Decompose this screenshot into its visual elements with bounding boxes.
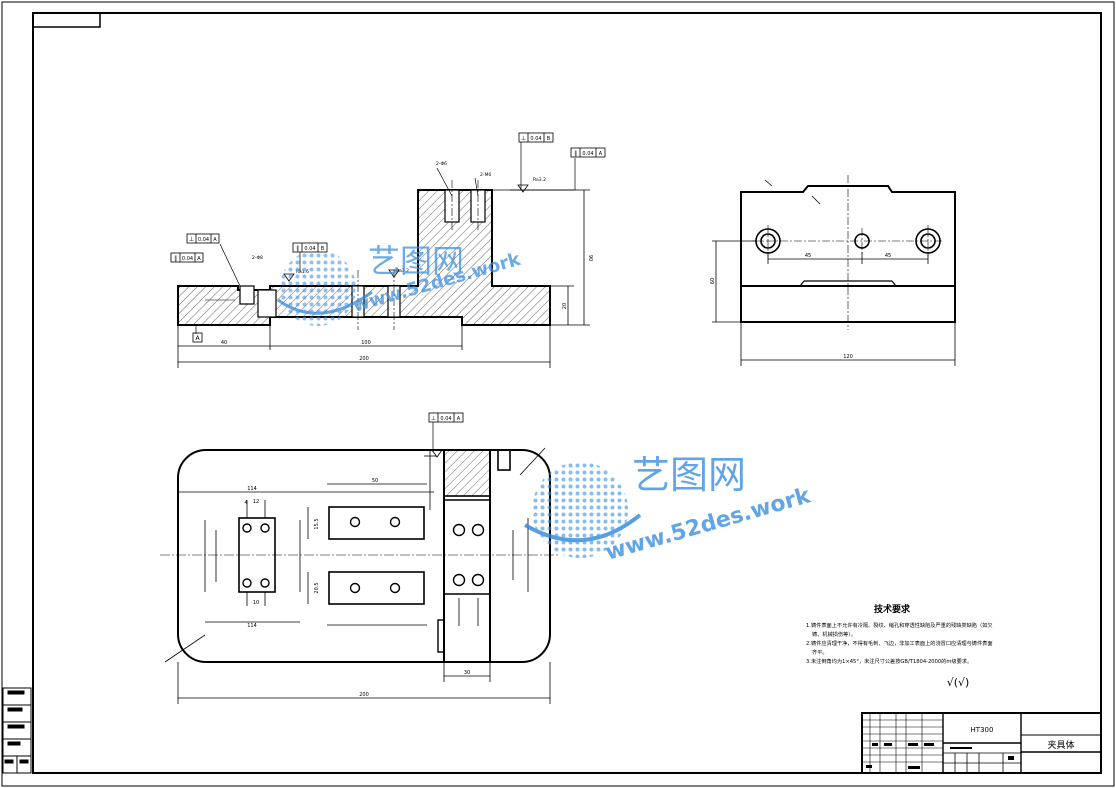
front-step-height: 20 <box>562 303 568 309</box>
top-height-a: 15.5 <box>314 518 320 529</box>
side-hole-spacing-left: 45 <box>805 253 811 259</box>
svg-text:⊥: ⊥ <box>189 236 194 243</box>
svg-text:0.04: 0.04 <box>582 151 593 157</box>
top-small-pitch: 4 <box>244 500 247 506</box>
front-left-offset: 40 <box>221 340 227 346</box>
corner-stamp-box <box>32 12 101 28</box>
svg-text:0.04: 0.04 <box>304 246 315 252</box>
inner-frame <box>32 12 1102 774</box>
title-block <box>861 712 1102 774</box>
datum-a-front: A <box>195 335 200 342</box>
tech-req-line-2: 铸、机械损伤等）。 <box>812 630 856 638</box>
svg-text:0.04: 0.04 <box>440 416 451 422</box>
watermark-1-name: 艺图网 <box>368 242 464 280</box>
top-slot-span: 50 <box>372 478 378 484</box>
side-view: 120 60 45 45 <box>710 175 956 366</box>
front-height: 90 <box>587 255 593 261</box>
roughness-symbol: √(√) <box>947 676 970 689</box>
tech-req-title: 技术要求 <box>874 603 911 615</box>
front-section-view: 200 40 100 90 20 A ⊥ 0.04 A <box>170 132 606 368</box>
svg-text:⊥: ⊥ <box>431 415 436 422</box>
side-hole-spec: 2-Φ8 <box>252 255 263 261</box>
top-left-span-2: 114 <box>247 623 257 629</box>
holes-spec: 2-Φ6 <box>436 161 447 167</box>
tech-req-line-1: 1.铸件表面上不允许有冷隔、裂纹、缩孔和穿透性缺陷及严重的残缺类缺陷（如欠 <box>806 621 993 629</box>
svg-text:B: B <box>547 136 551 142</box>
watermark-2-name: 艺图网 <box>632 453 746 497</box>
top-small-b: 10 <box>253 600 259 606</box>
svg-text:⊥: ⊥ <box>521 135 526 142</box>
svg-text:A: A <box>457 416 461 422</box>
roughness-3: Ra3.2 <box>396 268 409 274</box>
material-label: HT300 <box>971 726 994 734</box>
top-total-length: 200 <box>359 692 369 698</box>
svg-text:A: A <box>213 237 217 243</box>
svg-text:0.04: 0.04 <box>198 237 209 243</box>
svg-text:0.04: 0.04 <box>182 256 193 262</box>
svg-text:0.04: 0.04 <box>530 136 541 142</box>
svg-text:∥: ∥ <box>574 150 577 157</box>
side-width: 120 <box>843 354 853 360</box>
left-margin-boxes <box>2 687 32 774</box>
side-hole-spacing-right: 45 <box>885 253 891 259</box>
fcf-par-3: ∥ 0.04 A <box>570 147 606 158</box>
svg-text:∥: ∥ <box>174 255 177 262</box>
watermark-2: 艺图网 www.52des.work <box>523 453 814 566</box>
side-height: 60 <box>710 278 716 284</box>
fcf-perp-2: ⊥ 0.04 B <box>518 132 554 143</box>
tech-requirements: 技术要求 1.铸件表面上不允许有冷隔、裂纹、缩孔和穿透性缺陷及严重的残缺类缺陷（… <box>806 603 993 689</box>
svg-text:A: A <box>197 256 201 262</box>
top-view: 200 30 114 114 50 4 12 10 15.5 20.5 ⊥ 0.… <box>160 412 560 704</box>
roughness-1: Ra3.2 <box>533 177 546 183</box>
svg-text:B: B <box>321 246 325 252</box>
tech-req-line-4: 齐平。 <box>812 648 828 656</box>
top-left-span-1: 114 <box>247 486 257 492</box>
top-height-b: 20.5 <box>314 582 320 593</box>
part-name: 夹具体 <box>1047 739 1074 751</box>
svg-text:∥: ∥ <box>296 245 299 252</box>
fcf-perp-top: ⊥ 0.04 A <box>428 412 464 452</box>
svg-text:A: A <box>599 151 603 157</box>
front-total-length: 200 <box>359 356 369 362</box>
top-small-a: 12 <box>253 499 259 505</box>
thread-spec: 2-M6 <box>480 172 491 178</box>
fcf-par-1: ∥ 0.04 A <box>170 252 204 263</box>
tech-req-line-5: 3.未注倒角均为1×45°，未注尺寸公差按GB/T1804-2000的m级要求。 <box>806 657 972 665</box>
tech-req-line-3: 2.铸件应清理干净，不得有毛刺、飞边，非加工表面上的浇冒口应清理与铸件表面 <box>806 639 993 647</box>
front-middle-span: 100 <box>361 340 371 346</box>
top-right-width: 30 <box>464 670 470 676</box>
fcf-perp-1: ⊥ 0.04 A <box>186 233 220 244</box>
